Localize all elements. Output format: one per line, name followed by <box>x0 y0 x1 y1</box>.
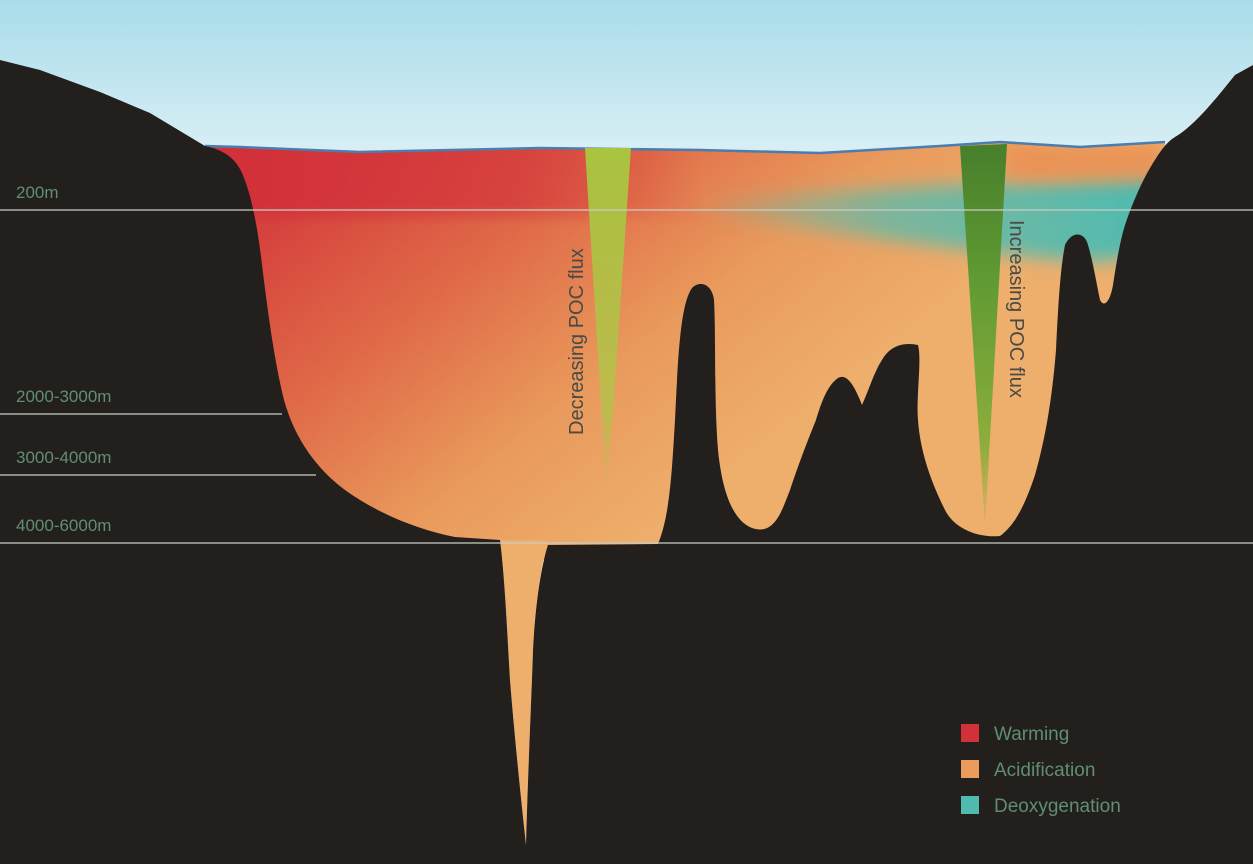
legend-label-warming: Warming <box>994 724 1069 745</box>
depth-label-3000-4000m: 3000-4000m <box>16 448 111 467</box>
legend-label-deoxygenation: Deoxygenation <box>994 796 1121 817</box>
depth-label-4000-6000m: 4000-6000m <box>16 516 111 535</box>
legend-swatch-warming <box>961 724 979 742</box>
depth-label-2000-3000m: 2000-3000m <box>16 387 111 406</box>
increasing-poc-flux-label: Increasing POC flux <box>1005 220 1027 398</box>
deoxygenation-plume <box>690 175 1160 262</box>
decreasing-poc-flux-label: Decreasing POC flux <box>566 248 588 435</box>
depth-label-200m: 200m <box>16 183 59 202</box>
seafloor <box>0 60 1253 864</box>
legend-swatch-deoxygenation <box>961 796 979 814</box>
legend-swatch-acidification <box>961 760 979 778</box>
trench-water <box>500 540 548 845</box>
legend: Warming Acidification Deoxygenation <box>961 724 1121 817</box>
legend-label-acidification: Acidification <box>994 760 1095 781</box>
decreasing-poc-flux-wedge <box>585 148 631 500</box>
sea-surface-line <box>204 140 1166 155</box>
increasing-poc-flux-wedge <box>960 144 1007 525</box>
